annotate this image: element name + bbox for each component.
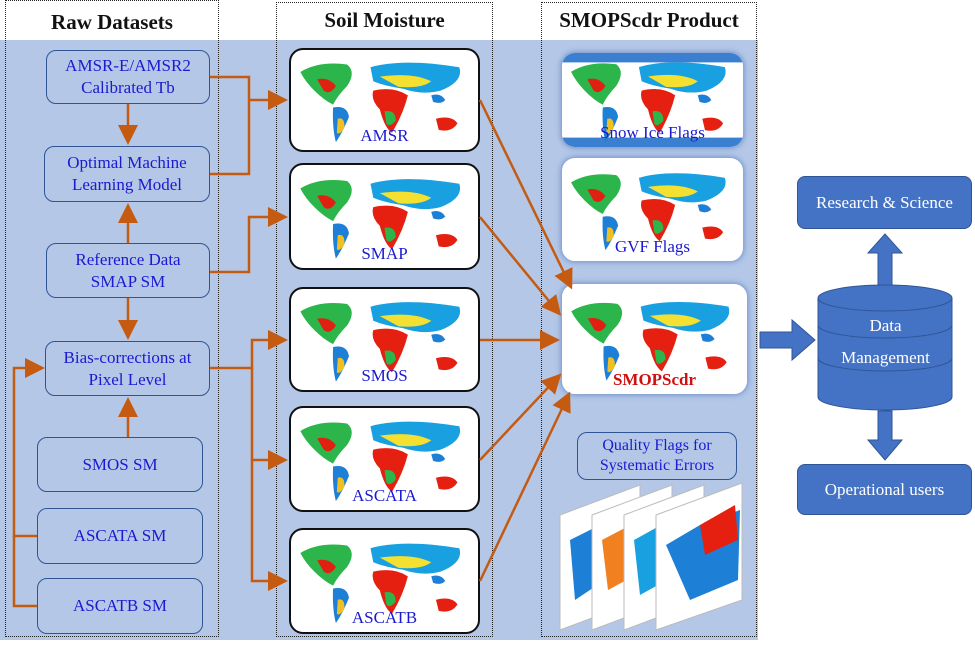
arrow — [250, 460, 288, 591]
box-line: Pixel Level — [88, 369, 167, 389]
arrow — [250, 368, 288, 470]
smopscdr-map: SMOPScdr — [561, 283, 748, 395]
amsr-map: AMSR — [289, 48, 480, 152]
box-line: Calibrated Tb — [81, 78, 175, 97]
operational-users-box: Operational users — [797, 464, 972, 515]
box-line: Bias-corrections at — [63, 347, 192, 367]
ascata-sm-box: ASCATA SM — [37, 508, 203, 564]
arrow — [478, 99, 573, 290]
map-label: AMSR — [360, 126, 409, 145]
map-label: ASCATA — [352, 486, 417, 505]
ascatb-map: ASCATB — [289, 528, 480, 634]
arrow — [12, 536, 37, 608]
box-line: Optimal Machine — [67, 153, 187, 172]
box-line: SMAP SM — [90, 271, 166, 291]
smopscdr-product-heading: SMOPScdr Product — [559, 8, 739, 32]
map-label: SMAP — [361, 244, 408, 263]
arrow — [479, 373, 562, 461]
snow-ice-flags-map: Snow Ice Flags — [561, 52, 744, 148]
management-label: Management — [841, 348, 930, 367]
box-line: Learning Model — [71, 175, 182, 194]
arrow — [478, 391, 571, 582]
gvf-flags-map: GVF Flags — [561, 157, 744, 262]
box-line: Quality Flags for — [602, 437, 712, 454]
snow-flag-image — [562, 53, 743, 147]
box-line: Reference Data — [75, 249, 181, 269]
map-label: SMOS — [361, 366, 408, 385]
box-line: Systematic Errors — [599, 457, 715, 474]
smopscdr-label: SMOPScdr — [612, 370, 697, 389]
box-line: AMSR-E/AMSR2 — [65, 56, 191, 75]
ascata-map: ASCATA — [289, 406, 480, 512]
raw-datasets-heading: Raw Datasets — [51, 10, 173, 34]
smap-map: SMAP — [289, 163, 480, 270]
arrow — [210, 330, 288, 370]
arrow — [210, 75, 283, 176]
map-label: Snow Ice Flags — [600, 123, 705, 142]
map-label: ASCATB — [351, 608, 418, 627]
smos-sm-box: SMOS SM — [37, 437, 203, 492]
raw-datasets-column — [5, 0, 219, 637]
data-label: Data — [869, 316, 902, 335]
smos-map: SMOS — [289, 287, 480, 392]
up-arrow-to-research — [866, 233, 904, 286]
down-arrow-to-operational — [866, 410, 904, 461]
arrow — [479, 216, 562, 316]
soil-moisture-column — [276, 2, 493, 637]
right-arrow-to-data-management — [759, 318, 816, 362]
ascatb-sm-box: ASCATB SM — [37, 578, 203, 634]
arrow — [12, 358, 45, 538]
soil-moisture-heading: Soil Moisture — [324, 8, 445, 32]
map-label: GVF Flags — [614, 237, 691, 256]
arrow — [210, 207, 288, 274]
smopscdr-product-column — [541, 2, 757, 637]
research-science-box: Research & Science — [797, 176, 972, 229]
